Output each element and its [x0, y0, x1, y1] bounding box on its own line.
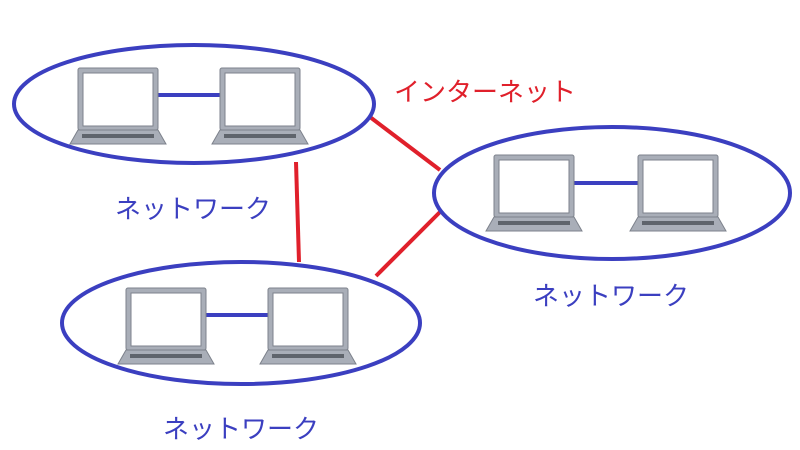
laptop-icon	[629, 154, 727, 232]
network-label-3: ネットワーク	[533, 282, 690, 312]
internet-link-2-3	[374, 210, 442, 278]
laptop-icon	[211, 67, 309, 145]
network-boundary	[60, 260, 422, 386]
internet-links	[294, 115, 442, 278]
internet-link-1-3	[368, 115, 442, 172]
laptop-icon	[259, 287, 357, 365]
laptop-icon	[69, 67, 167, 145]
network-3	[432, 125, 792, 261]
internet-label: インターネット	[394, 78, 577, 108]
network-label-2: ネットワーク	[163, 415, 320, 445]
laptop-icon	[485, 154, 583, 232]
network-boundary	[432, 125, 792, 261]
network-2	[60, 260, 422, 386]
network-1	[12, 43, 376, 165]
network-boundary	[12, 43, 376, 165]
internet-link-1-2	[294, 161, 301, 263]
network-label-1: ネットワーク	[115, 195, 272, 225]
laptop-icon	[117, 287, 215, 365]
